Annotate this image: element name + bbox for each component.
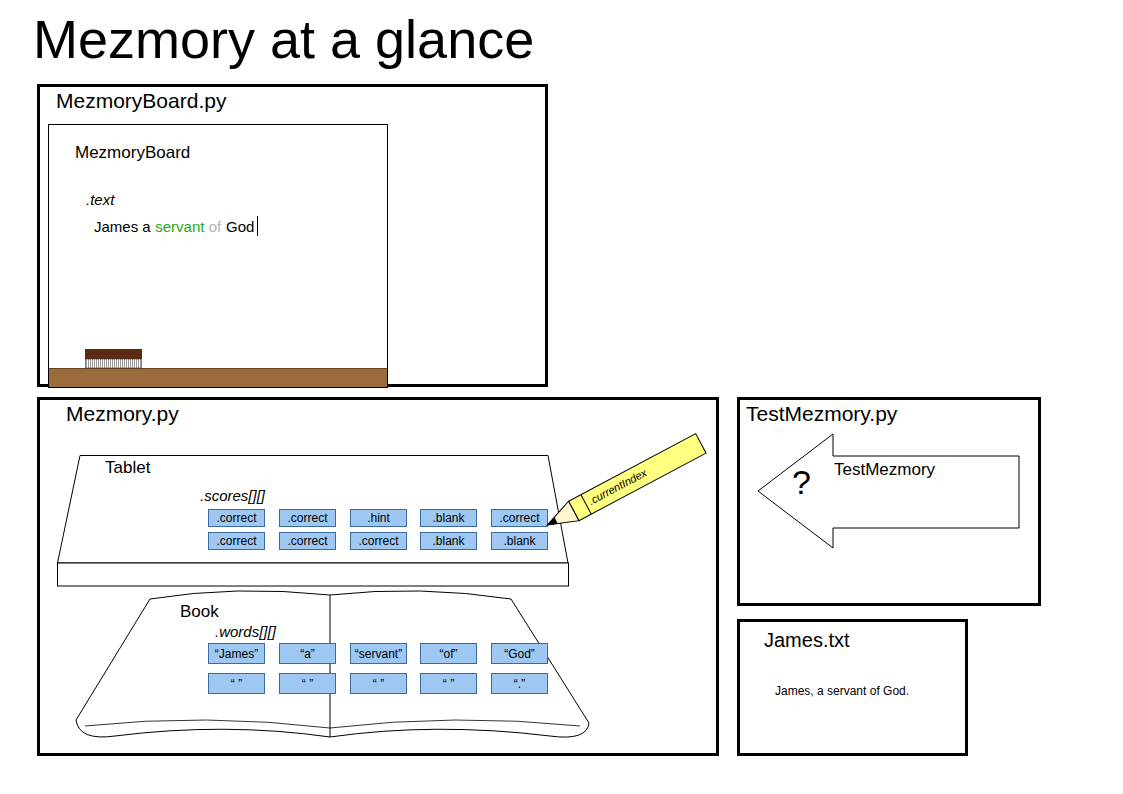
file-box: James.txtJames, a servant of God. bbox=[737, 619, 968, 756]
verse-word: God bbox=[226, 219, 254, 234]
score-cell: .correct bbox=[208, 532, 265, 550]
book-outline bbox=[75, 585, 591, 743]
file-content: James, a servant of God. bbox=[775, 685, 909, 697]
file-name: James.txt bbox=[764, 630, 850, 650]
board-ground bbox=[49, 125, 387, 387]
cell-text: .blank bbox=[503, 535, 535, 547]
module-box: Mezmory.pyTablet .scores[][] .correct .corr… bbox=[37, 397, 719, 756]
class-name: TestMezmory bbox=[834, 461, 935, 478]
cell-text: “James” bbox=[215, 648, 258, 660]
word-cell: “ ” bbox=[208, 673, 265, 694]
cell-text: “ ” bbox=[302, 678, 313, 690]
score-cell: .correct bbox=[279, 509, 336, 527]
verse-word: of bbox=[209, 219, 222, 234]
word-cell: “ ” bbox=[420, 673, 477, 694]
word-cell: “.” bbox=[491, 673, 548, 694]
word-cell: “God” bbox=[491, 643, 548, 664]
pencil: .currentIndex bbox=[542, 432, 708, 535]
cell-text: .hint bbox=[367, 512, 390, 524]
field-name: .scores[][] bbox=[200, 488, 265, 503]
score-cell: .blank bbox=[420, 509, 477, 527]
module-name: TestMezmory.py bbox=[746, 403, 897, 424]
class-name: Book bbox=[180, 603, 219, 620]
class-name: Tablet bbox=[105, 459, 150, 476]
cell-text: .correct bbox=[216, 512, 256, 524]
board-window: MezmoryBoard .textJames a servant of God bbox=[48, 124, 388, 388]
cell-text: .correct bbox=[287, 535, 327, 547]
score-cell: .hint bbox=[350, 509, 407, 527]
word-cell: “of” bbox=[420, 643, 477, 664]
class-name: MezmoryBoard bbox=[75, 144, 190, 161]
word-cell: “servant” bbox=[350, 643, 407, 664]
module-box: MezmoryBoard.pyMezmoryBoard .textJames a s… bbox=[37, 84, 548, 387]
word-cell: “a” bbox=[279, 643, 336, 664]
verse-word: James a bbox=[94, 219, 151, 234]
cell-text: .blank bbox=[432, 535, 464, 547]
score-cell: .correct bbox=[491, 509, 548, 527]
cell-text: “servant” bbox=[355, 648, 402, 660]
cell-text: .correct bbox=[499, 512, 539, 524]
module-box: TestMezmory.py? TestMezmory bbox=[737, 397, 1041, 606]
cell-text: .blank bbox=[432, 512, 464, 524]
verse-word: servant bbox=[155, 219, 204, 234]
text-cursor bbox=[257, 216, 258, 236]
score-cell: .correct bbox=[279, 532, 336, 550]
cell-text: .correct bbox=[287, 512, 327, 524]
cell-text: “God” bbox=[504, 648, 535, 660]
cell-text: .correct bbox=[216, 535, 256, 547]
cell-text: “ ” bbox=[443, 678, 454, 690]
module-name: MezmoryBoard.py bbox=[56, 90, 226, 111]
score-cell: .blank bbox=[420, 532, 477, 550]
field-name: .text bbox=[86, 192, 114, 207]
score-cell: .blank bbox=[491, 532, 548, 550]
score-cell: .correct bbox=[350, 532, 407, 550]
field-name: .words[][] bbox=[215, 624, 276, 639]
cell-text: “ ” bbox=[373, 678, 384, 690]
score-cell: .correct bbox=[208, 509, 265, 527]
question-mark: ? bbox=[792, 465, 811, 499]
cell-text: “of” bbox=[440, 648, 458, 660]
tablet: Tablet .scores[][] .correct .correct .hint .b… bbox=[57, 455, 569, 587]
word-cell: “ ” bbox=[350, 673, 407, 694]
word-cell: “James” bbox=[208, 643, 265, 664]
cell-text: “a” bbox=[300, 648, 315, 660]
cell-text: “.” bbox=[514, 678, 525, 690]
arrow-shape: ? TestMezmory bbox=[757, 433, 1021, 549]
module-name: Mezmory.py bbox=[66, 403, 179, 424]
book: Book .words[][] “James” “a” “servant” “of” “Go… bbox=[75, 585, 591, 743]
cell-text: .correct bbox=[358, 535, 398, 547]
cell-text: “ ” bbox=[231, 678, 242, 690]
word-cell: “ ” bbox=[279, 673, 336, 694]
page-title: Mezmory at a glance bbox=[33, 12, 534, 66]
